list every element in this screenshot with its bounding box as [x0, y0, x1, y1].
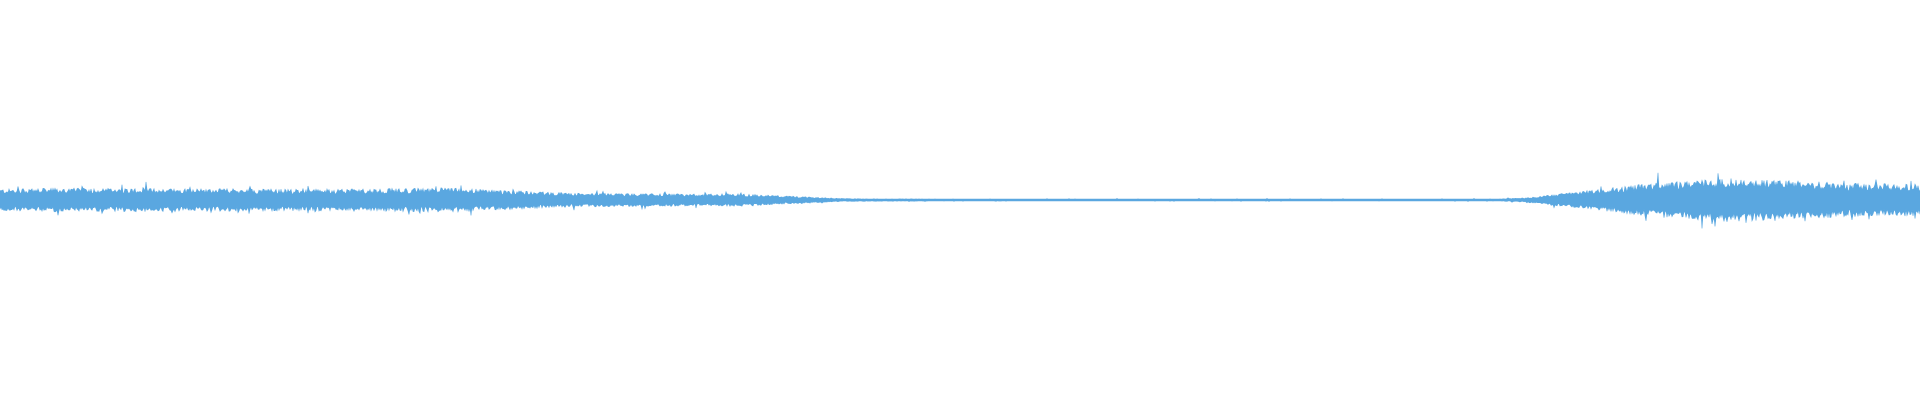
waveform-trace: [0, 172, 1920, 229]
